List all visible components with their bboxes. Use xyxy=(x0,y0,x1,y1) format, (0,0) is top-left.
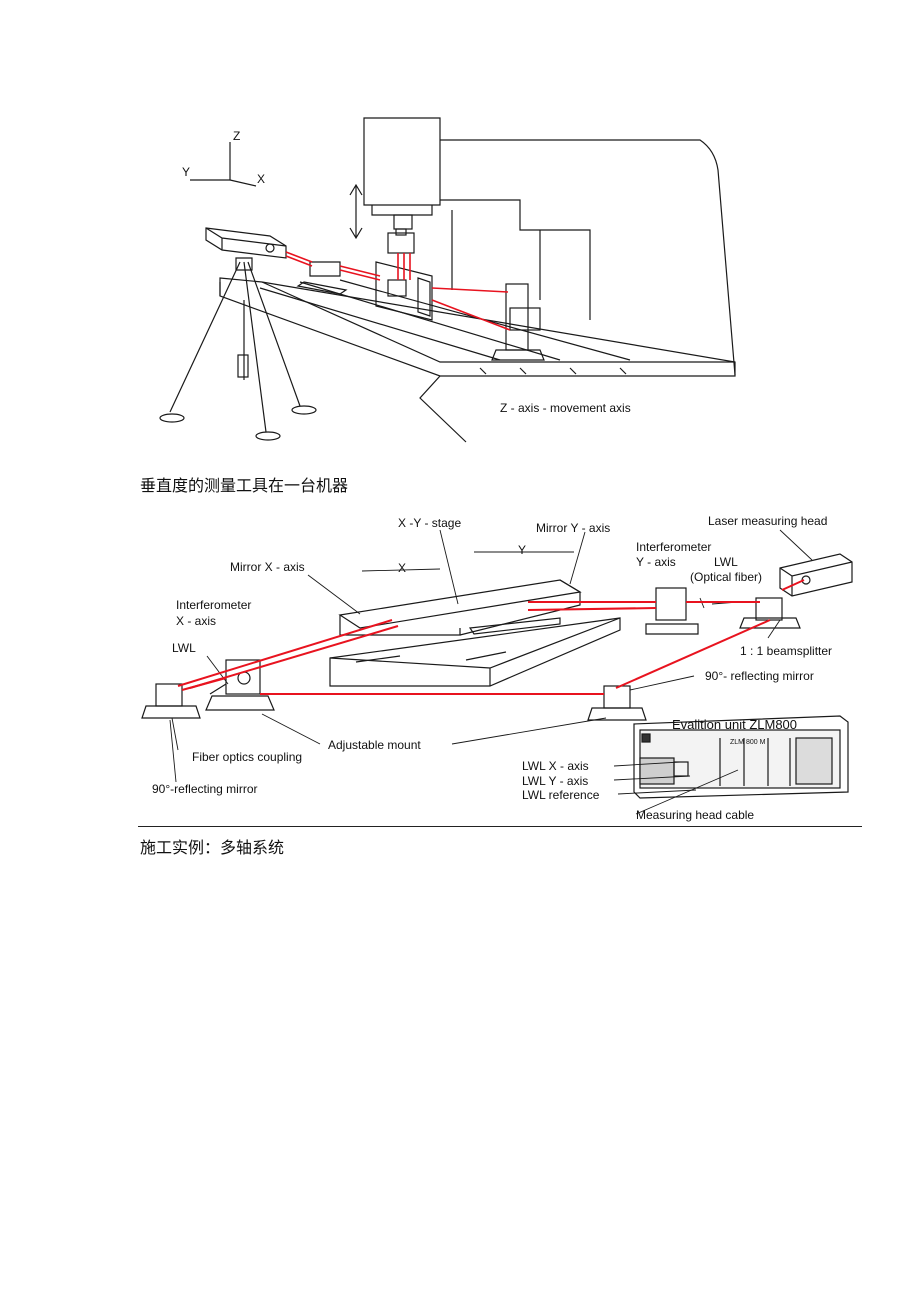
evaluation-unit xyxy=(633,715,849,799)
laser-beams xyxy=(285,251,511,331)
laser-head xyxy=(205,227,287,259)
machine-perpendicularity-figure: Z Y X Z - axis - movement axis xyxy=(159,117,736,443)
movement-axis-note: Z - axis - movement axis xyxy=(500,401,631,415)
beam-bender xyxy=(296,261,348,295)
interferometer-y xyxy=(645,587,699,635)
xy-stage xyxy=(329,579,621,687)
axis-indicator xyxy=(190,142,257,187)
interferometer-y-label-2: Y - axis xyxy=(636,555,676,569)
optical-fiber-label: (Optical fiber) xyxy=(690,570,762,584)
unit-panel-label: ZLM 800 M xyxy=(730,739,766,746)
reflecting-mirror-right-label: 90°- reflecting mirror xyxy=(705,669,814,683)
multi-axis-system-figure: X -Y - stage Mirror Y - axis Laser measu… xyxy=(141,514,853,822)
adjustable-mount-label: Adjustable mount xyxy=(328,738,421,752)
lwl-top-label: LWL xyxy=(714,555,738,569)
right-reflecting-mirror xyxy=(587,685,647,721)
reflector-stand xyxy=(491,283,545,361)
beamsplitter-label: 1 : 1 beamsplitter xyxy=(740,644,832,658)
laser-head-label: Laser measuring head xyxy=(708,514,827,528)
xy-stage-label: X -Y - stage xyxy=(398,516,461,530)
tripod xyxy=(159,257,317,441)
lwl-y-axis-label: LWL Y - axis xyxy=(522,774,588,788)
y-direction-label: Y xyxy=(518,543,526,557)
machine-table xyxy=(219,277,736,443)
interferometer-x-label-1: Interferometer xyxy=(176,598,251,612)
lwl-x-axis-label: LWL X - axis xyxy=(522,759,589,773)
left-reflecting-mirror xyxy=(141,683,201,719)
mirror-x-label: Mirror X - axis xyxy=(230,560,305,574)
reflecting-mirror-left-label: 90°-reflecting mirror xyxy=(152,782,258,796)
x-direction-label: X xyxy=(398,561,406,575)
x-axis-label: X xyxy=(257,172,265,186)
figure1-caption: 垂直度的测量工具在一台机器 xyxy=(140,476,349,495)
mirror-y-label: Mirror Y - axis xyxy=(536,521,610,535)
optical-square xyxy=(375,261,433,321)
spindle-optic xyxy=(387,228,415,254)
machine-column xyxy=(349,117,736,376)
head-cable-label: Measuring head cable xyxy=(636,808,754,822)
lwl-left-label: LWL xyxy=(172,641,196,655)
multi-axis-beams xyxy=(177,579,805,695)
figure2-caption: 施工实例：多轴系统 xyxy=(140,838,285,857)
leader-lines xyxy=(169,529,813,815)
lwl-reference-label: LWL reference xyxy=(522,788,600,802)
y-axis-label: Y xyxy=(182,165,190,179)
laser-measuring-head xyxy=(779,553,853,597)
evaluation-unit-label: Evalition unit ZLM800 xyxy=(672,717,797,732)
z-axis-label: Z xyxy=(233,129,240,143)
separator-rule xyxy=(138,826,862,827)
fiber-coupling-label: Fiber optics coupling xyxy=(192,750,302,764)
interferometer-x-label-2: X - axis xyxy=(176,614,216,628)
interferometer-y-label-1: Interferometer xyxy=(636,540,711,554)
